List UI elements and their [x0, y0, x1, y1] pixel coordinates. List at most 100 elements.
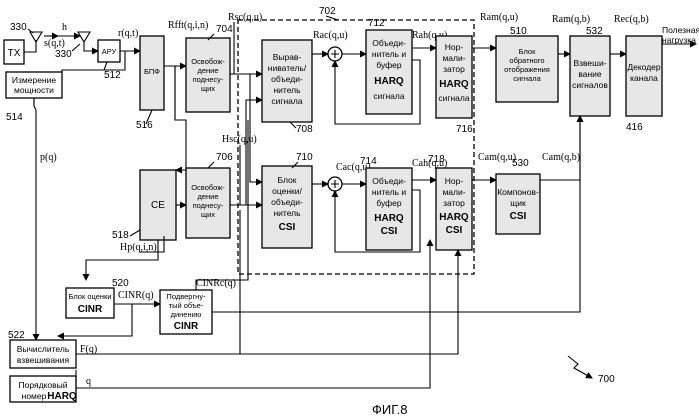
s-qt-label: s(q,t): [44, 38, 65, 49]
csi-est-ref: 710: [296, 152, 313, 163]
weighting-line1: Взвеши-: [573, 58, 606, 68]
cinr-comb-bold: CINR: [174, 321, 199, 332]
csi-comp-line2: щик: [510, 198, 526, 208]
cinr-q-label: CINR(q): [118, 290, 154, 301]
harq-csi-line2: нитель и: [372, 187, 406, 197]
cinr-est-line1: Блок оценки: [68, 292, 111, 301]
harq-csi-bold2: CSI: [381, 226, 398, 237]
c-am-label: Cam(q,u): [478, 152, 516, 163]
cinr-est-ref: 520: [112, 278, 129, 289]
cinr-est-bold: CINR: [78, 304, 103, 315]
agc-block-label: АРУ: [102, 47, 117, 56]
norm-sig-bold: HARQ: [439, 79, 469, 90]
power-block-line1: Измерение: [12, 75, 56, 85]
q-label: q: [86, 376, 91, 387]
csi-est-line1: Блок: [278, 175, 297, 185]
system-ref: 700: [598, 374, 615, 385]
harq-csi-ref: 714: [360, 156, 377, 167]
norm-sig-ref: 716: [456, 124, 473, 135]
harq-csi-bold1: HARQ: [374, 213, 404, 224]
norm-sig-tail: сигнала: [438, 93, 469, 103]
rx-antenna-icon: [78, 32, 90, 42]
harq-sig-ref: 712: [368, 18, 385, 29]
csi-comp-line1: Компонов-: [497, 187, 539, 197]
demap-bot-line1: Освобож-: [191, 183, 225, 192]
demapper-line1: Блок: [519, 47, 536, 56]
csi-est-line2: оценки/: [272, 186, 302, 196]
decoder-line2: канала: [630, 73, 658, 83]
fft-block-ref: 516: [136, 120, 153, 131]
dashed-region-ref: 702: [319, 6, 336, 17]
demapper-ref: 510: [510, 26, 527, 37]
ant2-ref: 330: [55, 49, 72, 60]
r-amb-label: Ram(q,b): [552, 14, 590, 25]
weighting-line2: вание: [578, 69, 602, 79]
harq-csi-line3: буфер: [376, 198, 402, 208]
harq-sig-line1: Объеди-: [372, 38, 406, 48]
equalizer-line1: Вырав-: [273, 52, 302, 62]
r-qt-label: r(q,t): [118, 28, 138, 39]
norm-sig-line1: Нор-: [445, 42, 464, 52]
harq-seq-line1: Порядковый: [19, 380, 68, 390]
weighting-line3: сигналов: [572, 80, 608, 90]
norm-csi-bold1: HARQ: [439, 212, 469, 223]
demap-bot-line2: дение: [197, 192, 218, 201]
r-fft-label: Rfft(q,i,n): [168, 20, 208, 31]
r-ac-label: Rac(q,u): [313, 30, 348, 41]
agc-block-ref: 512: [104, 70, 121, 81]
harq-seq-line2: номер: [22, 391, 47, 401]
f-q-label: F(q): [80, 344, 97, 355]
r-am-label: Ram(q,u): [480, 12, 518, 23]
decoder-line1: Декодер: [627, 62, 661, 72]
weight-calc-line1: Вычислитель: [17, 344, 70, 354]
demapper-line3: отображения: [504, 65, 550, 74]
norm-csi-line2: мали-: [442, 187, 465, 197]
cinr-comb-line1: Подвергну-: [166, 292, 206, 301]
demap-bot-ref: 706: [216, 152, 233, 163]
equalizer-line5: сигнала: [271, 96, 302, 106]
equalizer-ref: 708: [296, 124, 313, 135]
r-ec-label: Rec(q,b): [614, 14, 649, 25]
equalizer-line4: нитель: [273, 85, 301, 95]
demapper-line4: сигнала: [513, 74, 541, 83]
payload-line1: Полезная: [662, 25, 699, 35]
csi-comp-bold: CSI: [510, 211, 527, 222]
h-p-label: Hp(q,i,n): [120, 242, 157, 253]
decoder-ref: 416: [626, 122, 643, 133]
weight-calc-line2: взвешивания: [17, 355, 70, 365]
equalizer-line2: ниватель/: [268, 63, 307, 73]
h-label: h: [62, 22, 67, 33]
demap-bot-line3: поднесу-: [193, 201, 224, 210]
harq-seq-bold: HARQ: [47, 391, 77, 402]
c-amb-label: Cam(q,b): [542, 152, 580, 163]
h-sc-label: Hsc(q,u): [222, 134, 257, 145]
norm-csi-line3: затор: [443, 198, 465, 208]
weight-calc-ref: 522: [8, 330, 25, 341]
r-sc-label: Rsc(q,u): [228, 12, 262, 23]
csi-comp-ref: 530: [512, 158, 529, 169]
fft-block-label: БПФ: [144, 67, 160, 76]
harq-csi-line1: Объеди-: [372, 176, 406, 186]
ant1-ref: 330: [10, 22, 27, 33]
demap-top-line1: Освобож-: [191, 57, 225, 66]
harq-sig-bold: HARQ: [374, 76, 404, 87]
power-block-line2: мощности: [14, 85, 54, 95]
csi-est-line3: объеди-: [271, 197, 303, 207]
csi-est-bold: CSI: [279, 222, 296, 233]
harq-sig-line3: буфер: [376, 60, 402, 70]
reference-zigzag-icon: [568, 356, 592, 378]
norm-sig-line3: затор: [443, 64, 465, 74]
tx-block-label: TX: [8, 48, 21, 59]
harq-sig-tail: сигнала: [373, 91, 404, 101]
norm-csi-ref: 718: [428, 154, 445, 165]
demap-top-line3: поднесу-: [193, 75, 224, 84]
cinr-comb-line3: динению: [171, 310, 202, 319]
ce-block-label: CE: [151, 200, 165, 211]
weighting-ref: 532: [586, 26, 603, 37]
norm-csi-line1: Нор-: [445, 176, 464, 186]
payload-line2: нагрузка: [662, 35, 696, 45]
power-block-ref: 514: [6, 112, 23, 123]
demap-top-line2: дение: [197, 66, 218, 75]
figure-caption: ФИГ.8: [372, 402, 408, 417]
